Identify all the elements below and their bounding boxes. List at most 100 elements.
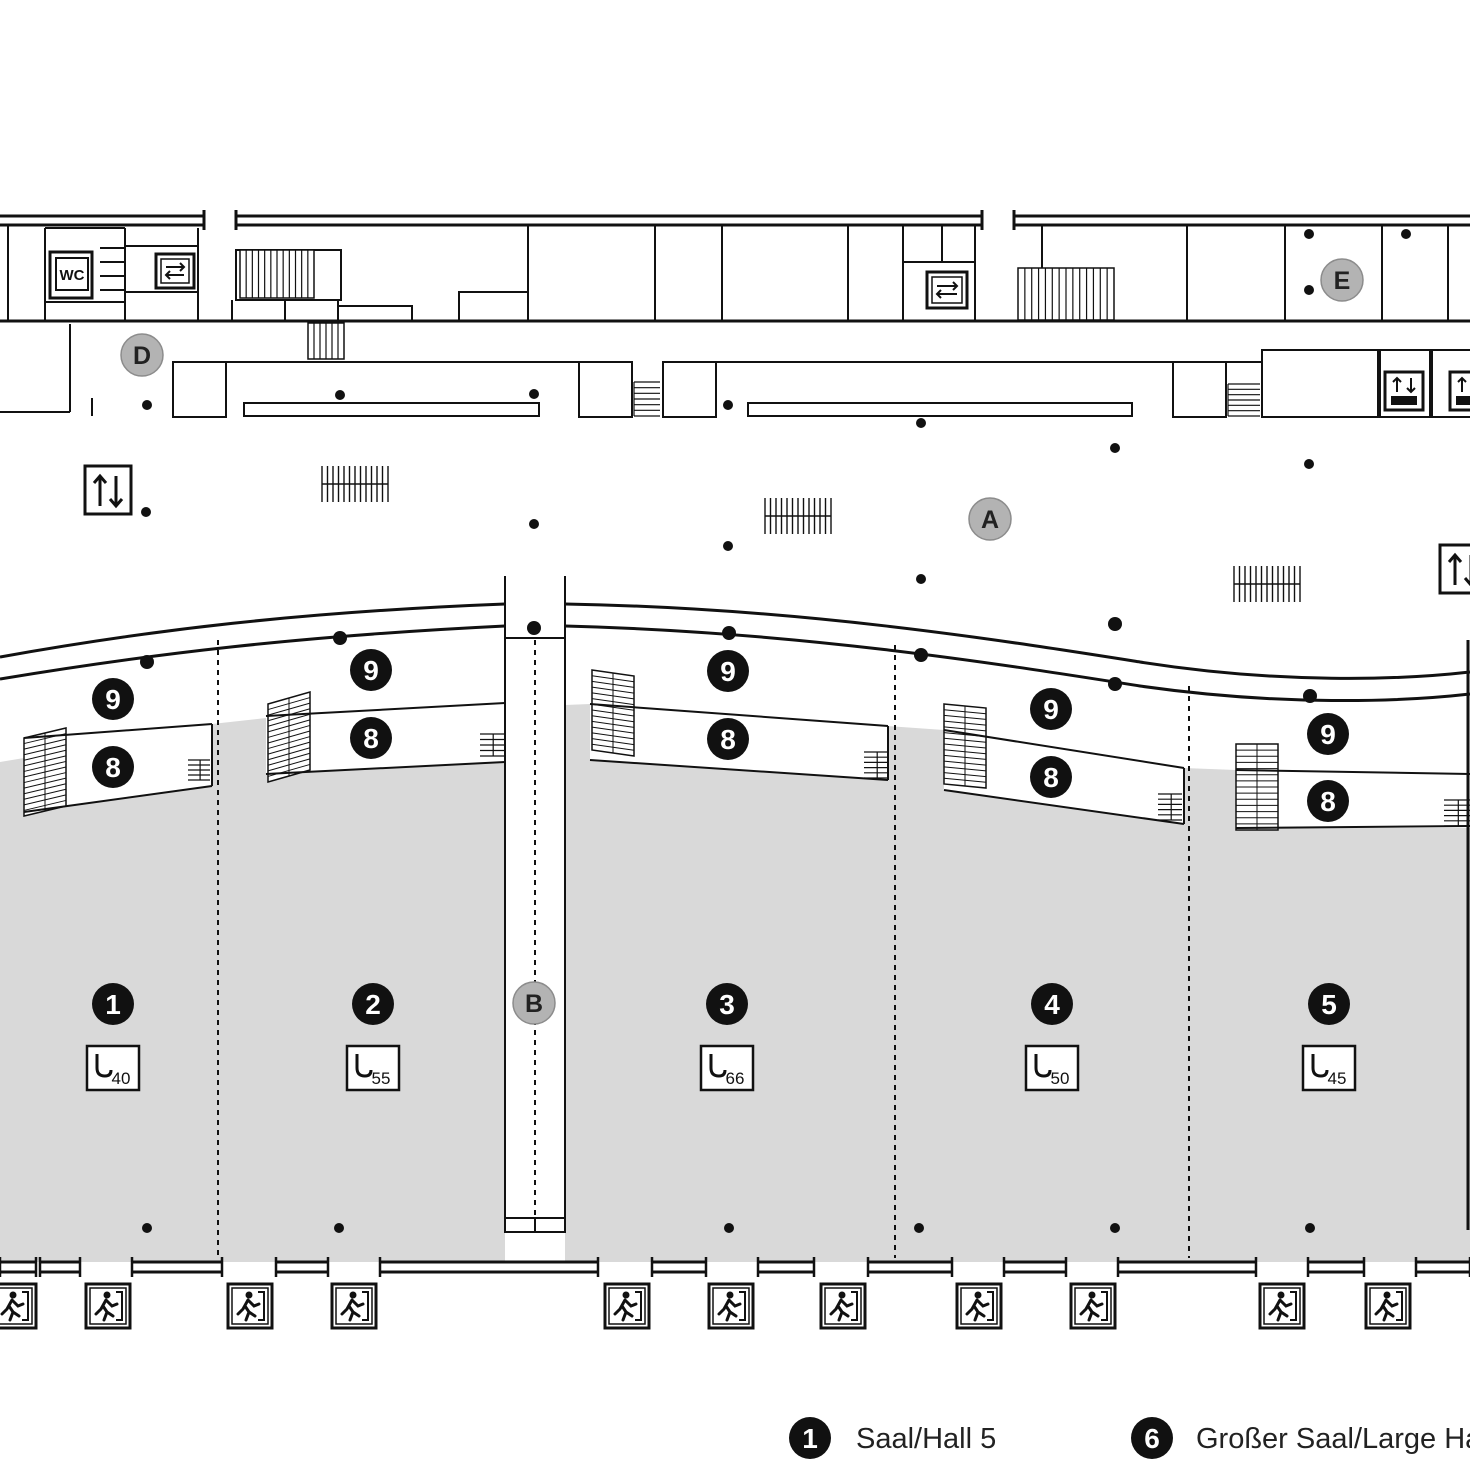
hall-capacity: 50 <box>1051 1069 1070 1088</box>
emergency-exit-icon <box>84 1282 132 1330</box>
column-dot <box>1304 285 1314 295</box>
balcony-badge-upper: 9 <box>350 649 392 691</box>
hall-number: 2 <box>365 989 381 1020</box>
stairs-icon <box>1235 743 1279 831</box>
legend-label: Großer Saal/Large Ha <box>1196 1423 1470 1455</box>
hall-number: 4 <box>1044 989 1060 1020</box>
column-dot <box>140 655 154 669</box>
stairs-icon <box>267 691 311 783</box>
stairs-icon <box>188 759 210 781</box>
hall-capacity: 66 <box>726 1069 745 1088</box>
svg-text:9: 9 <box>105 684 121 715</box>
crane-icon: 55 <box>345 1044 401 1092</box>
hall-capacity: 40 <box>112 1069 131 1088</box>
column-dot <box>1304 229 1314 239</box>
emergency-exit-icon <box>603 1282 651 1330</box>
stairs-icon <box>321 466 389 502</box>
column-dot <box>527 621 541 635</box>
stairs-icon <box>239 249 315 299</box>
balcony-badge-lower: 8 <box>1307 780 1349 822</box>
service-wing <box>0 210 1470 323</box>
crane-icon: 50 <box>1024 1044 1080 1092</box>
stairs-icon <box>480 733 504 757</box>
stairs-icon <box>1227 383 1260 417</box>
column-dot <box>335 390 345 400</box>
wc-icon: WC <box>48 250 94 300</box>
hall-number: 5 <box>1321 989 1337 1020</box>
crane-icon: 45 <box>1301 1044 1357 1092</box>
balcony-badges: 9 8 9 8 9 8 9 8 9 8 <box>92 649 1349 822</box>
hall-number: 1 <box>105 989 121 1020</box>
stairs-icon <box>943 703 987 789</box>
emergency-exit-icon <box>1258 1282 1306 1330</box>
emergency-exit-icon <box>1364 1282 1412 1330</box>
hall-2: 2 55 <box>345 983 401 1092</box>
svg-text:8: 8 <box>720 724 736 755</box>
svg-text:8: 8 <box>1320 786 1336 817</box>
stairs-icon <box>1233 566 1301 602</box>
legend-label: Saal/Hall 5 <box>856 1423 996 1455</box>
column-dot <box>914 648 928 662</box>
column-dot <box>1108 617 1122 631</box>
hall-capacity: 55 <box>372 1069 391 1088</box>
hall-4: 4 50 <box>1024 983 1080 1092</box>
emergency-exit-icon <box>707 1282 755 1330</box>
balcony-badge-lower: 8 <box>1030 756 1072 798</box>
column-dot <box>916 574 926 584</box>
column-dot <box>722 626 736 640</box>
svg-text:8: 8 <box>1043 762 1059 793</box>
column-dot <box>1110 1223 1120 1233</box>
emergency-exit-icon <box>955 1282 1003 1330</box>
column-dot <box>333 631 347 645</box>
stairs-icon <box>1017 267 1115 321</box>
hall-number: 3 <box>719 989 735 1020</box>
stairs-icon <box>1158 793 1182 821</box>
stairs <box>23 249 1470 831</box>
bottom-facade <box>0 1257 1470 1277</box>
column-dot <box>142 1223 152 1233</box>
crane-icon: 40 <box>85 1044 141 1092</box>
column-dot <box>916 418 926 428</box>
column-dot <box>1304 459 1314 469</box>
column-dot <box>723 400 733 410</box>
balcony-badge-lower: 8 <box>350 717 392 759</box>
svg-text:A: A <box>981 506 999 534</box>
legend-badge: 6 <box>1144 1423 1160 1454</box>
svg-text:8: 8 <box>105 752 121 783</box>
column-dot <box>529 389 539 399</box>
svg-text:9: 9 <box>1043 694 1059 725</box>
escalator-icon <box>925 270 969 310</box>
column-dot <box>1305 1223 1315 1233</box>
stairs-icon <box>23 727 67 817</box>
stairs-icon <box>307 322 345 360</box>
column-dot <box>141 507 151 517</box>
hall-5: 5 45 <box>1301 983 1357 1092</box>
elevator-icon <box>1448 370 1470 412</box>
stairs-icon <box>764 498 832 534</box>
svg-text:D: D <box>133 342 151 370</box>
elevator-icon <box>1438 543 1470 595</box>
svg-text:9: 9 <box>720 656 736 687</box>
emergency-exit-icon <box>330 1282 378 1330</box>
svg-text:B: B <box>525 990 543 1018</box>
column-dot <box>142 400 152 410</box>
column-dot <box>724 1223 734 1233</box>
legend-badge: 1 <box>802 1423 818 1454</box>
hall-outline <box>0 576 1470 1258</box>
svg-text:8: 8 <box>363 723 379 754</box>
elevator-icon <box>83 464 133 516</box>
hall-3: 3 66 <box>699 983 755 1092</box>
stairs-icon <box>1444 799 1470 827</box>
emergency-exits <box>0 1282 1412 1330</box>
legend: 1 Saal/Hall 5 6 Großer Saal/Large Ha <box>789 1417 1470 1459</box>
wc-label: WC <box>60 267 85 284</box>
balcony-badge-upper: 9 <box>1030 688 1072 730</box>
legend-item: 1 Saal/Hall 5 <box>789 1417 996 1459</box>
column-dot <box>1110 443 1120 453</box>
hall-floor <box>0 704 1470 1262</box>
halls: 1 40 2 55 3 66 4 50 5 45 <box>85 983 1357 1092</box>
column-dot <box>529 519 539 529</box>
column-dot <box>723 541 733 551</box>
column-dot <box>914 1223 924 1233</box>
columns <box>140 229 1411 1233</box>
